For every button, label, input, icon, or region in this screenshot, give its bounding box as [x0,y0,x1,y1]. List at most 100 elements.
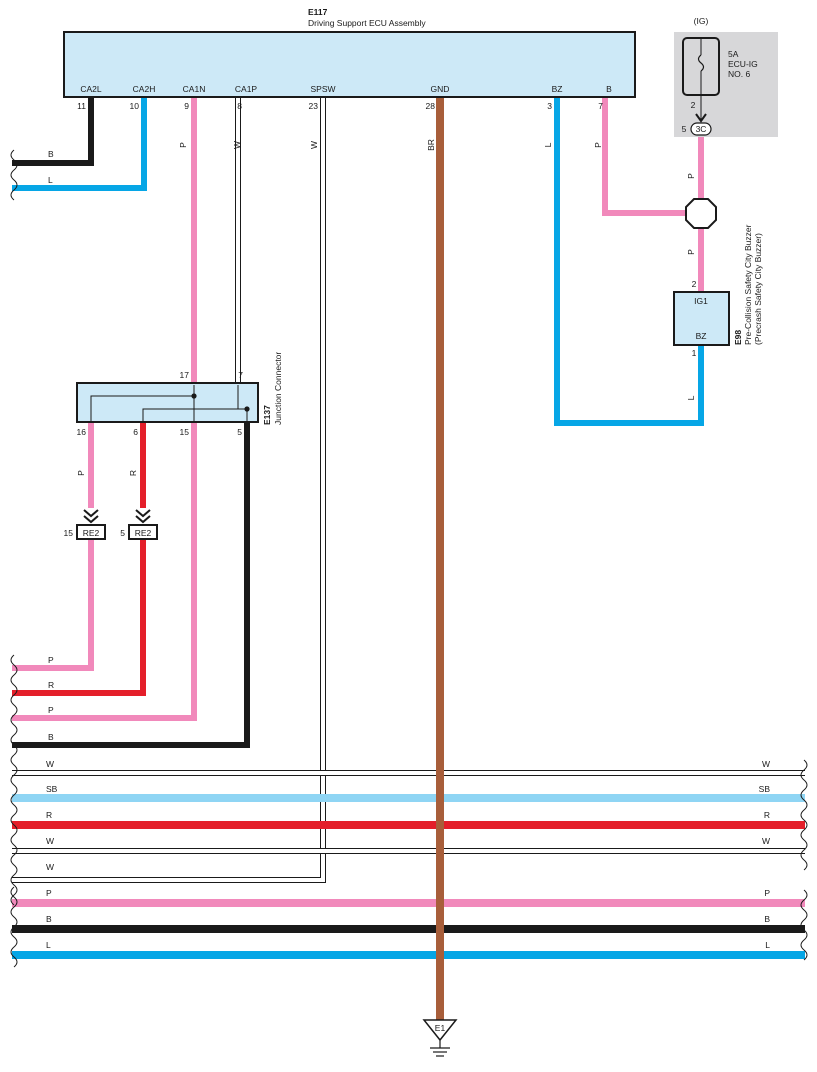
splice-point [685,198,717,229]
wire-bz-blue [554,97,704,426]
chevron-down-icon [135,509,151,524]
bus-label-p-left: P [46,888,52,898]
buzzer-body [673,291,730,346]
ecu-pin-num-23: 23 [309,101,319,111]
ecu-pin-label-ca1n: CA1N [183,84,206,94]
bus-label-r-left: R [46,810,52,820]
bus-label-b-right: B [764,914,770,924]
wire-ca2l-black [12,97,94,166]
ecu-pin-num-28: 28 [426,101,436,111]
junction-pin-7: 7 [238,370,243,380]
ecu-pin-label-b: B [606,84,612,94]
junction-body [76,382,259,423]
wire-ca1n-pink-bottom [12,422,197,721]
bus-label-l-left: L [46,940,51,950]
buzzer-pin-bz: BZ [696,331,707,341]
wire-label-ca1n: P [178,142,188,148]
fuse-ig-label: (IG) [694,16,709,26]
wire-b-pink [602,97,701,216]
bus-label-b-left: B [46,914,52,924]
bus-label-l-right: L [765,940,770,950]
buzzer-name-1: Pre-Collision Safety City Buzzer [743,224,753,345]
ground-label: E1 [435,1023,446,1033]
wire-label-spsw: W [309,141,319,149]
bus-label-w2-left: W [46,836,54,846]
junction-pin-5: 5 [237,427,242,437]
wire-re2-5-red [12,540,146,696]
bus-label-w1-right: W [762,759,770,769]
wire-jc5-black [12,422,250,748]
ecu-pin-label-gnd: GND [431,84,450,94]
left-wire-label-r: R [48,680,54,690]
re2-15-num: 15 [64,528,74,538]
re2-15-label: RE2 [83,528,100,538]
re2-5-label: RE2 [135,528,152,538]
junction-pin-15: 15 [180,427,190,437]
left-wire-label-b: B [48,732,54,742]
chevron-down-icon [83,509,99,524]
ecu-pin-num-9: 9 [184,101,189,111]
buzzer-pin-num-ig1: 2 [692,279,697,289]
junction-pin-17: 17 [180,370,190,380]
fuse-connector-label: 3C [696,124,707,134]
ecu-pin-num-3: 3 [547,101,552,111]
bus-label-p-right: P [764,888,770,898]
wire-ca2h-blue [12,97,147,191]
ecu-name: Driving Support ECU Assembly [308,18,426,28]
left-wire-label-l: L [48,175,53,185]
bus-label-sb-right: SB [759,784,771,794]
fuse-box-bg [674,32,778,137]
ecu-pin-label-ca2l: CA2L [80,84,102,94]
fuse-amp: 5A [728,49,739,59]
left-wire-label-b: B [48,149,54,159]
wire-label-buzzer-top: P [686,173,696,179]
ground-triangle [422,1019,458,1042]
wire-label-buzzer-bz: L [686,395,696,400]
re2-connector-5: RE2 5 [120,509,158,540]
wire-label-buzzer-mid: P [686,249,696,255]
ecu-pin-label-ca2h: CA2H [133,84,156,94]
junction-pin-16: 16 [77,427,87,437]
left-wire-label-p2: P [48,705,54,715]
bus-label-w2-right: W [762,836,770,846]
fuse-connector-3c [690,122,712,136]
bus-label-w3-left: W [46,862,54,872]
bus-label-sb-left: SB [46,784,58,794]
junction-name: Junction Connector [273,352,283,425]
ecu-pin-num-10: 10 [130,101,140,111]
wire-re2-15-pink [12,540,94,671]
ground-e1: E1 [422,1019,458,1057]
wires [12,97,805,1020]
buzzer-pin-num-bz: 1 [692,348,697,358]
left-wire-label-p1: P [48,655,54,665]
wire-spsw-white [12,97,326,883]
bus-label-w1-left: W [46,759,54,769]
fuse-box: (IG) 5A ECU-IG NO. 6 2 3C 5 [674,16,778,137]
ecu-pin-num-8: 8 [237,101,242,111]
ecu-code: E117 [308,7,328,17]
re2-5-num: 5 [120,528,125,538]
junction-code: E137 [262,405,272,425]
re2-connector-15: RE2 15 [64,509,106,540]
ecu-pin-label-ca1p: CA1P [235,84,258,94]
left-wire-breaks [10,149,18,968]
wire-label-bz: L [543,142,553,147]
buzzer-name-2: (Precrash Safety City Buzzer) [753,233,763,345]
ecu-e117: E117 Driving Support ECU Assembly CA2L C… [63,7,636,151]
wire-label-jc6: R [128,470,138,476]
wire-label-b: P [593,142,603,148]
ecu-pin-num-7: 7 [598,101,603,111]
buzzer-code: E98 [733,330,743,345]
fuse-symbol-icon [697,54,705,72]
fuse-name-2: NO. 6 [728,69,750,79]
wire-label-ca1p: W [232,141,242,149]
ecu-body [63,31,636,98]
fuse-name-1: ECU-IG [728,59,758,69]
junction-e137: 17 7 16 6 15 5 E137 Junction Connector [76,352,283,437]
wire-label-gnd: BR [426,139,436,151]
junction-pin-6: 6 [133,427,138,437]
ecu-pin-label-spsw: SPSW [310,84,335,94]
fuse-arrow-icon [695,113,707,123]
bus-label-r-right: R [764,810,770,820]
